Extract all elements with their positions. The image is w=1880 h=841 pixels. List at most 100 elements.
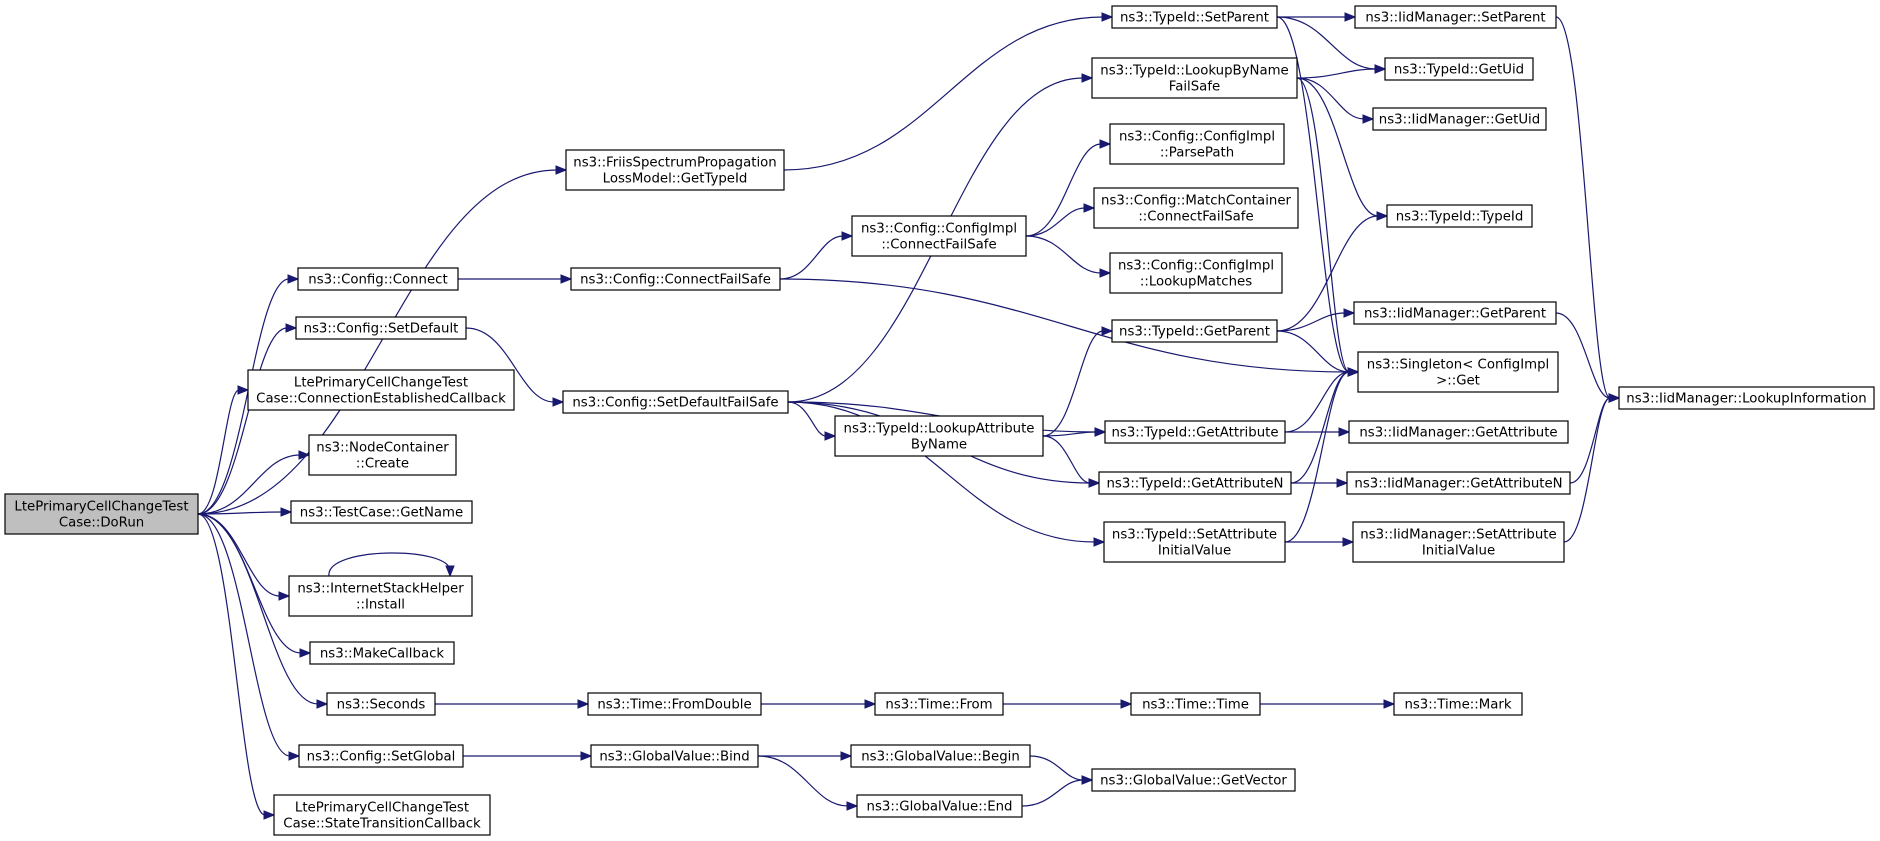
node-nodecont[interactable]: ns3::NodeContainer::Create [308, 434, 457, 476]
node-box [587, 692, 762, 716]
node-box [295, 316, 467, 340]
node-cfg-setglobal[interactable]: ns3::Config::SetGlobal [298, 744, 464, 768]
arrowhead [263, 810, 276, 820]
edge-time-fromdouble-to-time-from [760, 699, 877, 709]
arrowhead [288, 751, 301, 761]
node-box [1130, 692, 1261, 716]
edge-cfg-setglobal-to-gv-bind [462, 751, 593, 761]
node-time-fromdouble[interactable]: ns3::Time::FromDouble [587, 692, 762, 716]
node-gv-begin[interactable]: ns3::GlobalValue::Begin [850, 744, 1031, 768]
node-iid-getattr[interactable]: ns3::IidManager::GetAttribute [1348, 420, 1569, 444]
node-box [1352, 521, 1565, 563]
node-iid-lookupinfo[interactable]: ns3::IidManager::LookupInformation [1618, 386, 1875, 410]
edge-tid-setattrinit-to-singleton [1284, 367, 1360, 543]
edge-time-time-to-time-mark [1259, 699, 1396, 709]
node-makecb[interactable]: ns3::MakeCallback [309, 641, 455, 665]
node-tid-getuid[interactable]: ns3::TypeId::GetUid [1384, 57, 1534, 81]
node-box [1111, 5, 1278, 29]
node-label: ns3::Seconds [337, 698, 426, 713]
edge-cfg-connectfs-to-cfgimpl-connectfs [779, 231, 854, 280]
node-gv-end[interactable]: ns3::GlobalValue::End [856, 794, 1023, 818]
arrowhead [316, 699, 329, 709]
edge-tid-getattr-to-iid-getattr [1284, 427, 1351, 437]
arrowhead [846, 801, 859, 811]
arrowhead [552, 397, 565, 407]
node-iid-getattrn[interactable]: ns3::IidManager::GetAttributeN [1346, 471, 1571, 495]
node-friis[interactable]: ns3::FriisSpectrumPropagationLossModel::… [565, 149, 785, 191]
arrowhead [580, 751, 593, 761]
node-cfg-connect[interactable]: ns3::Config::Connect [297, 267, 459, 291]
node-label: ns3::TypeId::GetUid [1394, 63, 1524, 78]
node-iid-setattrinit[interactable]: ns3::IidManager::SetAttributeInitialValu… [1352, 521, 1565, 563]
node-label: ns3::TypeId::TypeId [1396, 210, 1524, 225]
arrowhead [1376, 211, 1389, 221]
node-gv-bind[interactable]: ns3::GlobalValue::Bind [590, 744, 759, 768]
edge-tid-lookupattr-to-tid-getattrn [1042, 435, 1101, 488]
node-label: ns3::TypeId::GetAttribute [1111, 426, 1278, 441]
node-seconds[interactable]: ns3::Seconds [326, 692, 436, 716]
node-conn-cb[interactable]: LtePrimaryCellChangeTestCase::Connection… [247, 369, 515, 411]
arrowhead [285, 323, 298, 333]
node-iid-setparent[interactable]: ns3::IidManager::SetParent [1354, 5, 1557, 29]
node-box [1386, 204, 1533, 228]
edge-tid-getattr-to-singleton [1284, 367, 1360, 433]
node-label: ns3::Config::SetGlobal [307, 750, 456, 765]
node-box [1618, 386, 1875, 410]
edge-cfg-setdefault-to-cfg-setdefaultfs [465, 327, 565, 407]
node-singleton[interactable]: ns3::Singleton< ConfigImpl>::Get [1357, 351, 1559, 393]
arrowhead [1099, 139, 1112, 149]
node-box [326, 692, 436, 716]
arrowhead [1093, 537, 1106, 547]
node-tid-getattr[interactable]: ns3::TypeId::GetAttribute [1104, 420, 1286, 444]
node-box [1393, 692, 1523, 716]
edge-tid-getparent-to-tid-typeid [1276, 211, 1389, 332]
edge-tid-setparent-to-iid-setparent [1277, 12, 1357, 22]
node-box [850, 744, 1031, 768]
node-label: Case::StateTransitionCallback [283, 817, 481, 832]
node-tid-typeid[interactable]: ns3::TypeId::TypeId [1386, 204, 1533, 228]
node-box [565, 149, 785, 191]
node-box [1357, 351, 1559, 393]
node-iid-getparent[interactable]: ns3::IidManager::GetParent [1353, 301, 1557, 325]
node-cfg-setdefault[interactable]: ns3::Config::SetDefault [295, 316, 467, 340]
node-cfgimpl-lookup[interactable]: ns3::Config::ConfigImpl::LookupMatches [1109, 252, 1283, 294]
node-iid-getuid[interactable]: ns3::IidManager::GetUid [1372, 107, 1547, 131]
arrowhead [1081, 775, 1094, 785]
node-label: ns3::GlobalValue::End [867, 800, 1013, 815]
node-tid-getattrn[interactable]: ns3::TypeId::GetAttributeN [1098, 471, 1292, 495]
edge-tid-lookupbyname-to-singleton [1296, 77, 1360, 377]
node-state-cb[interactable]: LtePrimaryCellChangeTestCase::StateTrans… [273, 794, 491, 836]
node-gv-getvector[interactable]: ns3::GlobalValue::GetVector [1091, 768, 1296, 792]
node-time-mark[interactable]: ns3::Time::Mark [1393, 692, 1523, 716]
node-cfg-connectfs[interactable]: ns3::Config::ConnectFailSafe [570, 267, 781, 291]
edge-dorun-to-friis [197, 165, 568, 515]
node-cfgimpl-parsepath[interactable]: ns3::Config::ConfigImpl::ParsePath [1109, 123, 1285, 165]
node-getname[interactable]: ns3::TestCase::GetName [290, 500, 473, 524]
node-label: ns3::NodeContainer [316, 441, 449, 456]
arrowhead [299, 648, 312, 658]
node-label: ns3::TestCase::GetName [300, 506, 463, 521]
node-label: LossModel::GetTypeId [603, 172, 748, 187]
node-label: ::LookupMatches [1140, 275, 1252, 290]
arrowhead [1083, 203, 1096, 213]
node-cfg-setdefaultfs[interactable]: ns3::Config::SetDefaultFailSafe [562, 390, 789, 414]
node-box [1354, 5, 1557, 29]
arrowhead [555, 165, 568, 175]
node-time-time[interactable]: ns3::Time::Time [1130, 692, 1261, 716]
arrowhead [298, 450, 311, 460]
node-tid-getparent[interactable]: ns3::TypeId::GetParent [1111, 319, 1278, 343]
node-cfgimpl-connectfs[interactable]: ns3::Config::ConfigImpl::ConnectFailSafe [851, 215, 1027, 257]
node-label: ns3::IidManager::GetParent [1364, 307, 1546, 322]
arrowhead [1101, 12, 1114, 22]
node-time-from[interactable]: ns3::Time::From [874, 692, 1004, 716]
node-label: Case::ConnectionEstablishedCallback [256, 392, 506, 407]
edge-inet-install-to-inet-install [328, 552, 455, 578]
edge-dorun-to-inet-install [197, 513, 291, 601]
node-tid-setparent[interactable]: ns3::TypeId::SetParent [1111, 5, 1278, 29]
node-matchcont[interactable]: ns3::Config::MatchContainer::ConnectFail… [1093, 187, 1299, 229]
node-inet-install[interactable]: ns3::InternetStackHelper::Install [288, 575, 473, 617]
